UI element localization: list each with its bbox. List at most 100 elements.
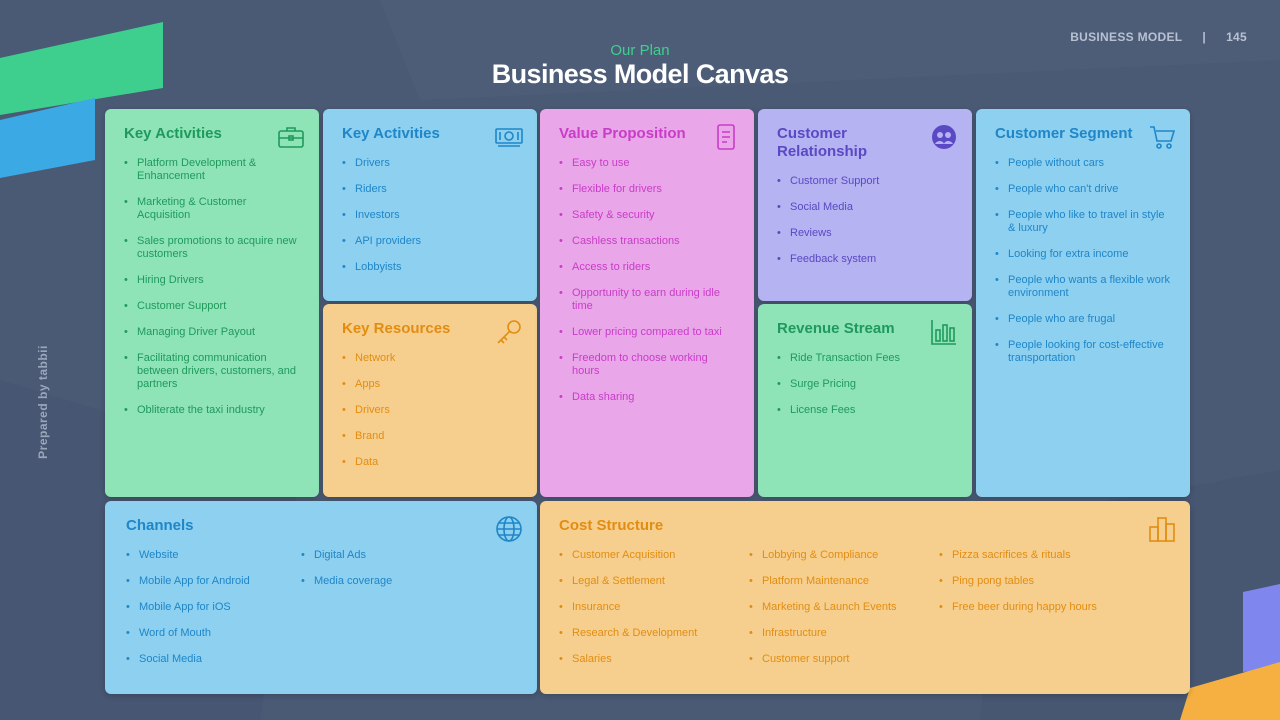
list-item: Easy to use <box>559 157 736 170</box>
list-item: Mobile App for Android <box>126 575 301 588</box>
document-icon <box>717 124 735 150</box>
list-item: People who are frugal <box>995 313 1172 326</box>
list-item: Infrastructure <box>749 627 939 640</box>
list-item: Social Media <box>126 653 301 666</box>
list-item: Free beer during happy hours <box>939 601 1149 614</box>
channels-card: Channels WebsiteMobile App for AndroidMo… <box>105 501 537 694</box>
cart-icon <box>1150 126 1176 149</box>
list-item: Feedback system <box>777 253 954 266</box>
item-list: Ride Transaction FeesSurge PricingLicens… <box>777 352 954 417</box>
list-item: API providers <box>342 235 519 248</box>
list-item: Network <box>342 352 519 365</box>
customer-segment-card: Customer Segment People without carsPeop… <box>976 109 1190 497</box>
card-title: Customer Segment <box>995 125 1133 142</box>
card-title: Revenue Stream <box>777 320 895 337</box>
list-item: Social Media <box>777 201 954 214</box>
list-item: Media coverage <box>301 575 481 588</box>
list-item: Access to riders <box>559 261 736 274</box>
list-item: People who like to travel in style & lux… <box>995 209 1172 235</box>
list-item: Website <box>126 549 301 562</box>
list-item: Word of Mouth <box>126 627 301 640</box>
buildings-icon <box>1149 517 1175 542</box>
list-item: Marketing & Launch Events <box>749 601 939 614</box>
page-subtitle: Our Plan <box>610 42 670 59</box>
list-item: License Fees <box>777 404 954 417</box>
list-item: Marketing & Customer Acquisition <box>124 196 301 222</box>
list-item: Customer Support <box>124 300 301 313</box>
list-item: Customer support <box>749 653 939 666</box>
list-item: Platform Development & Enhancement <box>124 157 301 183</box>
item-list: NetworkAppsDriversBrandData <box>342 352 519 469</box>
value-proposition-card: Value Proposition Easy to useFlexible fo… <box>540 109 754 497</box>
list-item: Data sharing <box>559 391 736 404</box>
item-list: Easy to useFlexible for driversSafety & … <box>559 157 736 404</box>
item-list: People without carsPeople who can't driv… <box>995 157 1172 365</box>
list-item: Surge Pricing <box>777 378 954 391</box>
list-item: Investors <box>342 209 519 222</box>
list-item: Lobbyists <box>342 261 519 274</box>
bar-chart-icon <box>931 320 956 345</box>
card-title: Customer Relationship <box>777 125 868 160</box>
list-item: Hiring Drivers <box>124 274 301 287</box>
list-item: Salaries <box>559 653 749 666</box>
section-label: BUSINESS MODEL <box>1070 30 1183 44</box>
list-item: Drivers <box>342 157 519 170</box>
money-icon <box>495 128 523 147</box>
list-item: Ping pong tables <box>939 575 1149 588</box>
users-icon <box>932 125 956 149</box>
item-list: Platform Development & EnhancementMarket… <box>124 157 301 417</box>
list-item: Safety & security <box>559 209 736 222</box>
cost-structure-card: Cost Structure Customer AcquisitionLegal… <box>540 501 1190 694</box>
key-resources-card: Key Resources NetworkAppsDriversBrandDat… <box>323 304 537 497</box>
item-list: Digital AdsMedia coverage <box>301 549 481 679</box>
list-item: Platform Maintenance <box>749 575 939 588</box>
list-item: Digital Ads <box>301 549 481 562</box>
item-list: Pizza sacrifices & ritualsPing pong tabl… <box>939 549 1149 679</box>
top-bar: BUSINESS MODEL | 145 <box>1070 30 1247 44</box>
key-activities-card: Key Activities Platform Development & En… <box>105 109 319 497</box>
card-title: Key Activities <box>124 125 222 142</box>
list-item: Lower pricing compared to taxi <box>559 326 736 339</box>
list-item: Looking for extra income <box>995 248 1172 261</box>
prepared-by-label: Prepared by tabbii <box>36 345 50 459</box>
briefcase-icon <box>278 127 304 148</box>
list-item: Insurance <box>559 601 749 614</box>
list-item: Flexible for drivers <box>559 183 736 196</box>
list-item: Sales promotions to acquire new customer… <box>124 235 301 261</box>
list-item: Research & Development <box>559 627 749 640</box>
list-item: People without cars <box>995 157 1172 170</box>
list-item: Legal & Settlement <box>559 575 749 588</box>
item-list: Customer SupportSocial MediaReviewsFeedb… <box>777 175 954 266</box>
item-list: Customer AcquisitionLegal & SettlementIn… <box>559 549 749 679</box>
list-item: People who wants a flexible work environ… <box>995 274 1172 300</box>
list-item: Freedom to choose working hours <box>559 352 736 378</box>
list-item: Mobile App for iOS <box>126 601 301 614</box>
blue-stripe-decoration <box>0 98 95 178</box>
key-icon <box>497 320 521 344</box>
card-title: Channels <box>126 517 194 534</box>
list-item: Data <box>342 456 519 469</box>
list-item: Riders <box>342 183 519 196</box>
list-item: Obliterate the taxi industry <box>124 404 301 417</box>
list-item: Ride Transaction Fees <box>777 352 954 365</box>
card-title: Cost Structure <box>559 517 664 534</box>
globe-icon <box>496 516 522 542</box>
card-title: Value Proposition <box>559 125 686 142</box>
list-item: Lobbying & Compliance <box>749 549 939 562</box>
list-item: Brand <box>342 430 519 443</box>
revenue-stream-card: Revenue Stream Ride Transaction FeesSurg… <box>758 304 972 497</box>
card-title: Key Activities <box>342 125 440 142</box>
page-number: 145 <box>1226 30 1247 44</box>
orange-corner-decoration <box>1180 662 1280 720</box>
list-item: Managing Driver Payout <box>124 326 301 339</box>
key-partners-card: Key Activities DriversRidersInvestorsAPI… <box>323 109 537 301</box>
list-item: Opportunity to earn during idle time <box>559 287 736 313</box>
list-item: Pizza sacrifices & rituals <box>939 549 1149 562</box>
page-title: Business Model Canvas <box>491 59 789 89</box>
list-item: Apps <box>342 378 519 391</box>
card-title: Key Resources <box>342 320 451 337</box>
list-item: Customer Acquisition <box>559 549 749 562</box>
purple-corner-decoration <box>1243 584 1280 672</box>
item-list: WebsiteMobile App for AndroidMobile App … <box>126 549 301 679</box>
cost-columns: Customer AcquisitionLegal & SettlementIn… <box>559 535 1172 679</box>
